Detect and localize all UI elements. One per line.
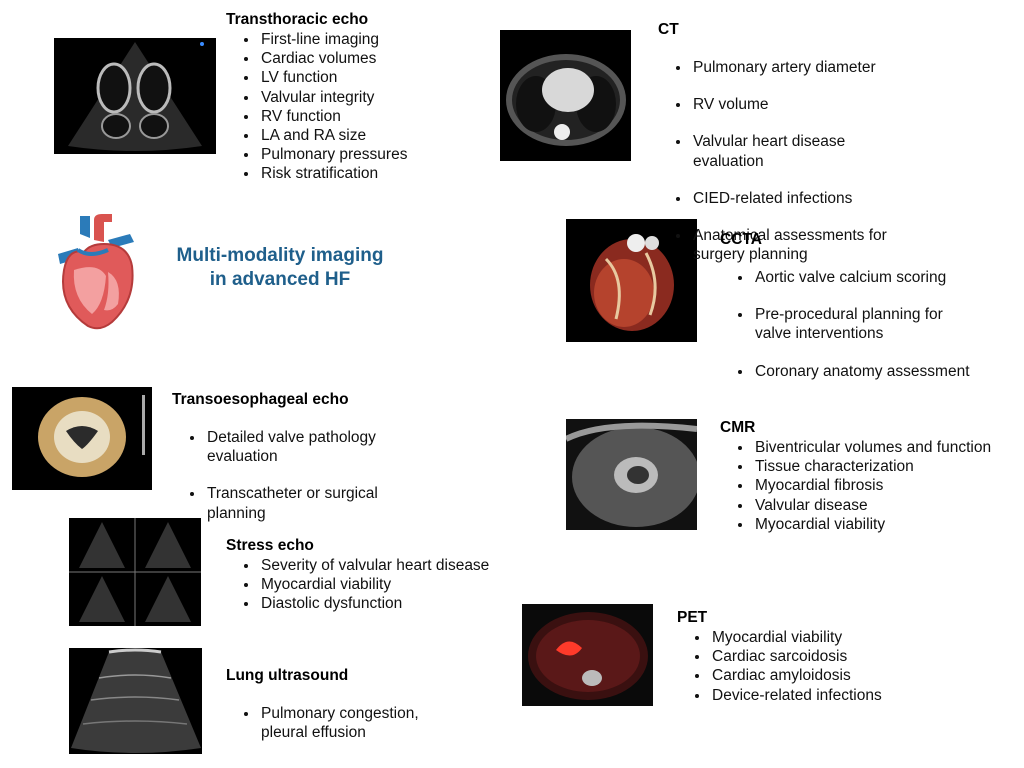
list-item: Cardiac amyloidosis [710, 666, 882, 685]
list-item: Biventricular volumes and function [753, 438, 991, 457]
tee-image [12, 387, 152, 490]
list-item: Pre-procedural planning for valve interv… [753, 305, 970, 343]
modality-list: Pulmonary artery diameter RV volume Valv… [658, 40, 887, 282]
modality-list: Biventricular volumes and function Tissu… [720, 438, 991, 534]
diagram-title-line1: Multi-modality imaging [176, 245, 384, 266]
list-item: Severity of valvular heart disease [259, 556, 489, 575]
modality-list: Aortic valve calcium scoring Pre-procedu… [720, 250, 970, 399]
modality-list: Myocardial viability Cardiac sarcoidosis… [677, 628, 882, 705]
ct-image [500, 30, 631, 161]
list-item: Valvular heart disease evaluation [691, 132, 887, 170]
list-item: Cardiac sarcoidosis [710, 647, 882, 666]
stress-echo-image [69, 518, 201, 626]
modality-list: Pulmonary congestion, pleural effusion [226, 686, 419, 760]
modality-cmr: CMR Biventricular volumes and function T… [720, 418, 991, 534]
list-item: Myocardial viability [753, 515, 991, 534]
list-item: Coronary anatomy assessment [753, 362, 970, 381]
modality-title: Transthoracic echo [226, 11, 369, 28]
heart-anatomy-icon [50, 214, 140, 332]
list-item: First-line imaging [259, 30, 407, 49]
list-item: Valvular integrity [259, 88, 407, 107]
pet-image [522, 604, 653, 706]
modality-title: Stress echo [226, 537, 314, 554]
modality-title: PET [677, 609, 708, 626]
list-item: LA and RA size [259, 126, 407, 145]
tte-image [54, 38, 216, 154]
list-item: Valvular disease [753, 496, 991, 515]
list-item: Anatomical assessments for surgery plann… [691, 226, 887, 264]
modality-stress-echo: Stress echo Severity of valvular heart d… [226, 536, 489, 614]
list-item: Myocardial fibrosis [753, 476, 991, 495]
list-item: Device-related infections [710, 686, 882, 705]
modality-list: Detailed valve pathology evaluation Tran… [172, 410, 378, 541]
list-item: Tissue characterization [753, 457, 991, 476]
list-item: Myocardial viability [710, 628, 882, 647]
modality-tte: Transthoracic echo First-line imaging Ca… [226, 10, 407, 184]
modality-ccta: CCTA Aortic valve calcium scoring Pre-pr… [720, 230, 970, 399]
list-item: RV function [259, 107, 407, 126]
list-item: Aortic valve calcium scoring [753, 268, 970, 287]
list-item: Risk stratification [259, 164, 407, 183]
list-item: Transcatheter or surgical planning [205, 484, 378, 522]
modality-title: Lung ultrasound [226, 667, 349, 684]
modality-title: CT [658, 21, 679, 38]
list-item: Detailed valve pathology evaluation [205, 428, 378, 466]
list-item: Myocardial viability [259, 575, 489, 594]
modality-lung-ultrasound: Lung ultrasound Pulmonary congestion, pl… [226, 666, 419, 760]
ccta-image [566, 219, 697, 342]
modality-list: Severity of valvular heart disease Myoca… [226, 556, 489, 614]
lung-ultrasound-image [69, 648, 202, 754]
modality-list: First-line imaging Cardiac volumes LV fu… [226, 30, 407, 184]
modality-tee: Transoesophageal echo Detailed valve pat… [172, 390, 378, 541]
diagram-title: Multi-modality imaging in advanced HF [150, 244, 410, 292]
modality-title: CCTA [720, 231, 762, 248]
list-item: Pulmonary pressures [259, 145, 407, 164]
list-item: Diastolic dysfunction [259, 594, 489, 613]
modality-pet: PET Myocardial viability Cardiac sarcoid… [677, 608, 882, 705]
modality-ct: CT Pulmonary artery diameter RV volume V… [658, 20, 887, 282]
cmr-image [566, 419, 697, 530]
modality-title: Transoesophageal echo [172, 391, 349, 408]
list-item: Pulmonary artery diameter [691, 58, 887, 77]
modality-title: CMR [720, 419, 756, 436]
list-item: CIED-related infections [691, 189, 887, 208]
list-item: RV volume [691, 95, 887, 114]
diagram-title-line2: in advanced HF [209, 269, 351, 290]
list-item: Cardiac volumes [259, 49, 407, 68]
list-item: LV function [259, 68, 407, 87]
list-item: Pulmonary congestion, pleural effusion [259, 704, 419, 742]
